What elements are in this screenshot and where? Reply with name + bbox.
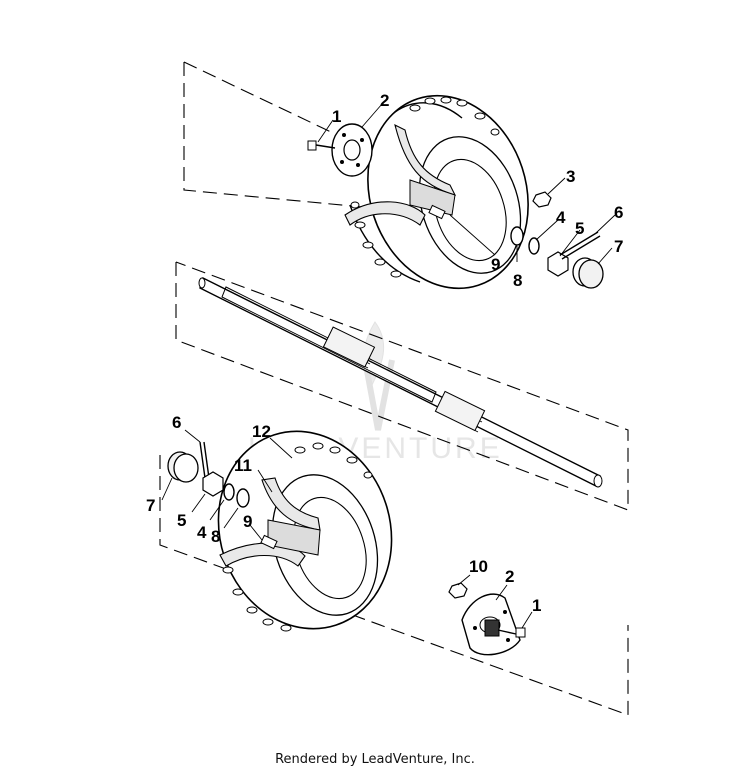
top-bolt	[307, 140, 336, 151]
top-washer	[510, 226, 524, 246]
callout-11-bottom: 11	[234, 456, 252, 475]
callout-8-bottom: 8	[211, 527, 220, 546]
callout-9-bottom: 9	[243, 512, 252, 531]
bottom-castle-nut	[202, 471, 224, 497]
bottom-bolt	[497, 627, 526, 638]
callout-labels: 1 2 3 4 5 6 7 8 9 12 11 6 7 5 4 8 9 10 2…	[146, 91, 623, 615]
top-nut	[532, 191, 552, 208]
footer-credit: Rendered by LeadVenture, Inc.	[275, 752, 475, 767]
callout-6-top: 6	[614, 203, 623, 222]
callout-4-bottom: 4	[197, 523, 207, 542]
top-cap	[572, 257, 604, 289]
assembly-guide-lines	[159, 61, 629, 716]
callout-7-top: 7	[614, 237, 623, 256]
callout-10-bottom: 10	[469, 557, 488, 576]
top-wheel-assembly	[307, 94, 616, 290]
callout-6-bottom: 6	[172, 413, 181, 432]
callout-12-bottom: 12	[252, 422, 271, 441]
callout-1-top: 1	[332, 107, 341, 126]
bottom-hub	[461, 593, 521, 656]
callout-7-bottom: 7	[146, 496, 155, 515]
callout-9-top: 9	[491, 255, 500, 274]
callout-2-top: 2	[380, 91, 389, 110]
bottom-wheel-assembly	[161, 429, 533, 656]
callout-4-top: 4	[556, 208, 566, 227]
callout-1-bottom: 1	[532, 596, 541, 615]
axle-shaft	[198, 277, 603, 488]
top-cotter-pin	[559, 231, 601, 260]
callout-5-top: 5	[575, 219, 584, 238]
callout-2-bottom: 2	[505, 567, 514, 586]
top-castle-nut	[547, 251, 569, 277]
callout-5-bottom: 5	[177, 511, 186, 530]
callout-3-top: 3	[566, 167, 575, 186]
bottom-cap	[167, 451, 199, 483]
callout-8-top: 8	[513, 271, 522, 290]
top-hub	[331, 123, 373, 177]
